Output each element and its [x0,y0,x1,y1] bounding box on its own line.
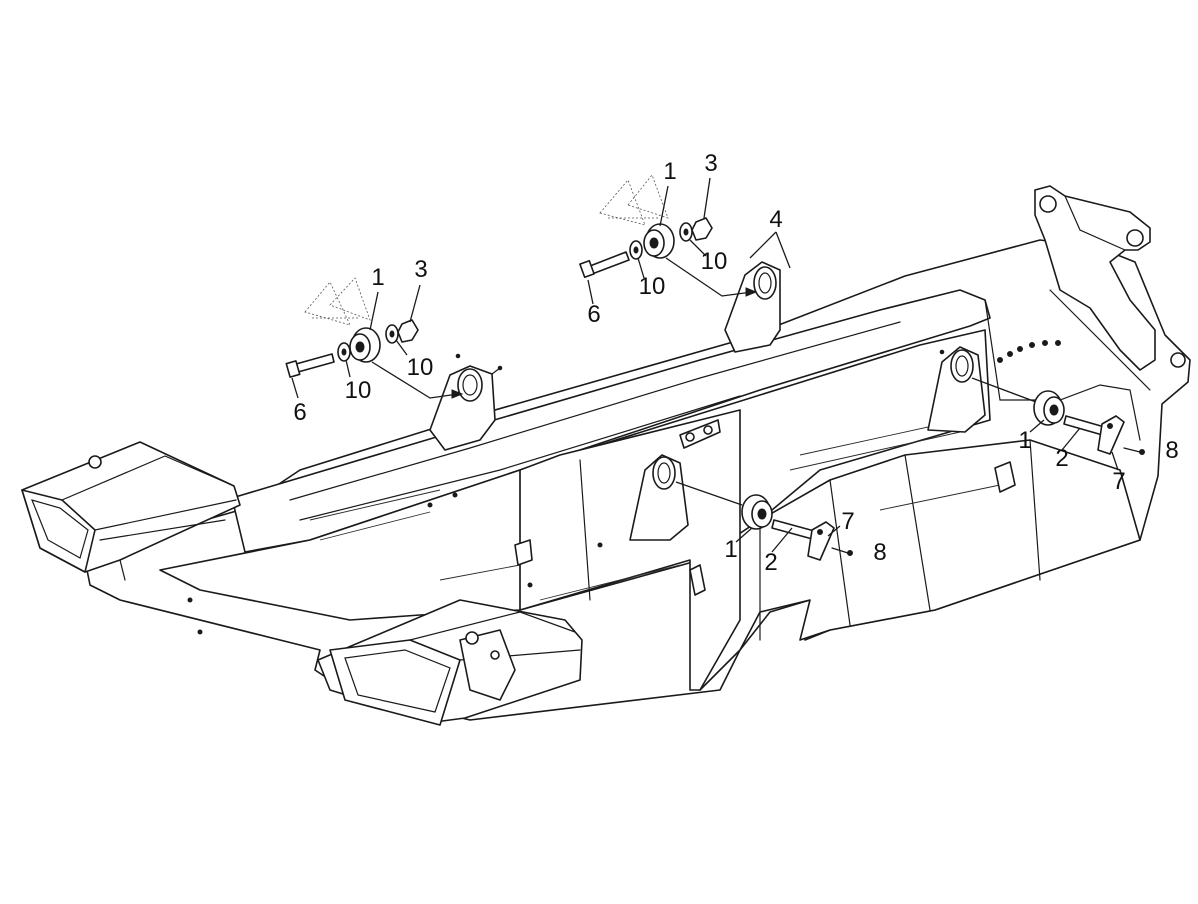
callout-10-front-right-washer-inner: 10 [638,273,666,300]
front-right-lamp-box [317,599,583,726]
frame-body [84,239,1191,721]
bushing-set-front-left [285,277,464,399]
callout-7-rear-right-plate: 7 [1112,468,1126,495]
callout-7-rear-left-plate: 7 [841,508,855,535]
callout-10-front-left-washer-inner: 10 [344,377,372,404]
callout-2-rear-left-pin: 2 [764,549,778,576]
callout-1-rear-left-bushing: 1 [724,536,738,563]
mounting-lug-front-right [724,261,781,353]
callout-1-front-right-bushing: 1 [663,158,677,185]
callout-8-rear-left-clip: 8 [873,539,887,566]
callout-8-rear-right-clip: 8 [1165,437,1179,464]
callout-3-front-left-nut: 3 [414,256,428,283]
callout-6-front-left-bolt: 6 [293,399,307,426]
callout-10-front-left-washer-outer: 10 [406,354,434,381]
callout-3-front-right-nut: 3 [704,150,718,177]
callout-1-rear-right-bushing: 1 [1018,427,1032,454]
rear-hitch-bracket [1034,185,1186,371]
bushing-set-rear-right [971,377,1145,455]
bushing-set-rear-left [675,481,853,561]
front-left-lamp-box [21,441,241,581]
callout-10-front-right-washer-outer: 10 [700,248,728,275]
callout-2-rear-right-pin: 2 [1055,445,1069,472]
mounting-lug-front-left [429,353,503,451]
mounting-lug-rear-right [927,346,986,433]
wall-fittings [514,419,1016,596]
bushing-set-front-right [579,174,758,297]
callout-1-front-left-bushing: 1 [371,264,385,291]
callout-4-mounting-lugs: 4 [769,206,783,233]
callout-6-front-right-bolt: 6 [587,301,601,328]
callout-leaders [291,177,1119,553]
mounting-lug-rear-left [629,454,689,541]
